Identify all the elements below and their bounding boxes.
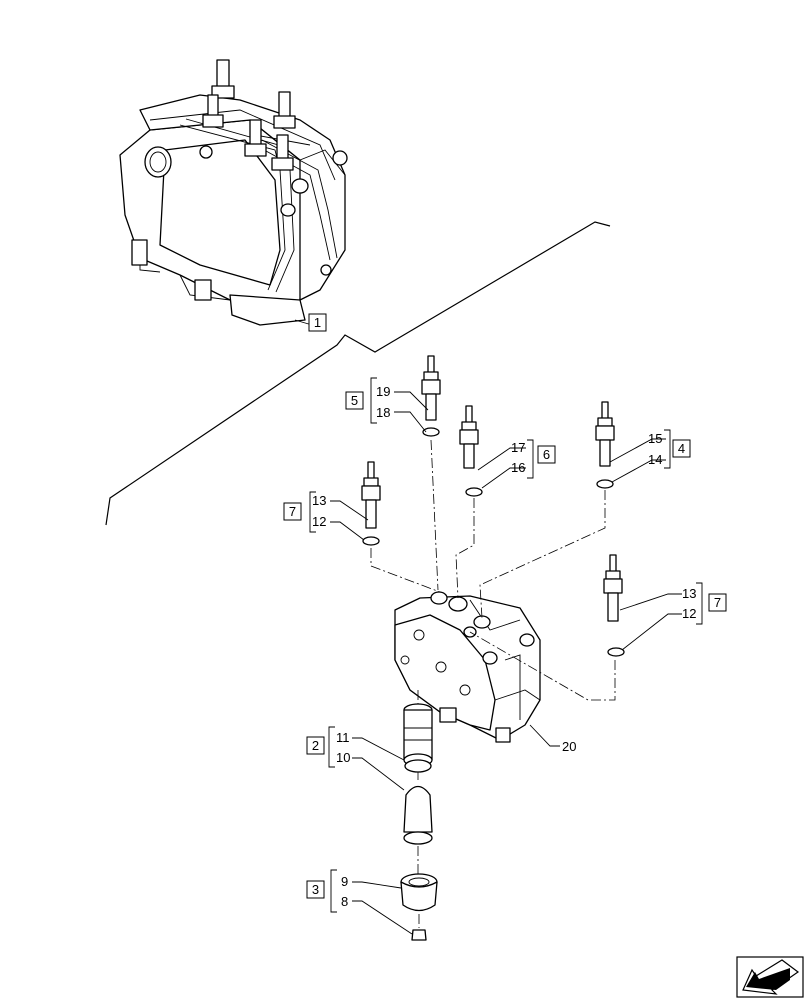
label-15: 15 xyxy=(648,431,662,446)
group-brackets xyxy=(309,377,703,913)
label-12-right: 12 xyxy=(682,606,696,621)
svg-text:5: 5 xyxy=(351,393,358,408)
cartridge-11-drawing xyxy=(403,703,433,773)
label-11: 11 xyxy=(336,730,350,745)
callout-1: 1 xyxy=(308,313,327,332)
label-12-left: 12 xyxy=(312,514,326,529)
svg-text:3: 3 xyxy=(312,882,319,897)
svg-text:7: 7 xyxy=(289,504,296,519)
svg-text:1: 1 xyxy=(314,315,321,330)
svg-text:6: 6 xyxy=(543,447,550,462)
label-10: 10 xyxy=(336,750,350,765)
label-13-left: 13 xyxy=(312,493,326,508)
fitting-13-right-drawing xyxy=(603,554,625,657)
assembly-lines xyxy=(370,439,616,928)
plunger-10-drawing xyxy=(403,785,433,845)
label-18: 18 xyxy=(376,405,390,420)
fitting-15-drawing xyxy=(595,401,615,489)
svg-text:7: 7 xyxy=(714,595,721,610)
label-14: 14 xyxy=(648,452,662,467)
callout-7-left: 7 xyxy=(283,502,302,521)
cap-9-drawing xyxy=(400,873,438,912)
callout-7-right: 7 xyxy=(708,593,727,612)
pump-assembly-drawing xyxy=(119,59,348,326)
fitting-13-left-drawing xyxy=(361,461,381,546)
plug-8-drawing xyxy=(411,929,427,941)
label-16: 16 xyxy=(511,460,525,475)
label-8: 8 xyxy=(341,894,348,909)
fitting-17-drawing xyxy=(459,405,483,497)
label-17: 17 xyxy=(511,440,525,455)
callout-2: 2 xyxy=(306,736,325,755)
orientation-arrow-icon xyxy=(736,956,804,998)
callout-5: 5 xyxy=(345,391,364,410)
label-20: 20 xyxy=(562,739,576,754)
callout-6: 6 xyxy=(537,445,556,464)
leader-lines xyxy=(330,391,682,935)
label-9: 9 xyxy=(341,874,348,889)
svg-text:2: 2 xyxy=(312,738,319,753)
label-19: 19 xyxy=(376,384,390,399)
callout-4: 4 xyxy=(672,439,691,458)
valve-block-drawing xyxy=(394,591,541,743)
fitting-19-drawing xyxy=(421,355,441,437)
svg-text:4: 4 xyxy=(678,441,685,456)
callout-3: 3 xyxy=(306,880,325,899)
label-13-right: 13 xyxy=(682,586,696,601)
